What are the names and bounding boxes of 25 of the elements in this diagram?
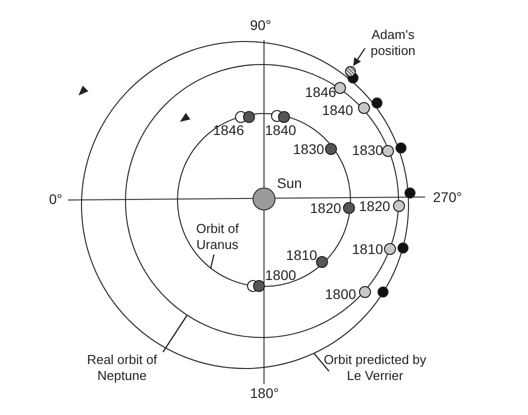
orbit-label: Orbit predicted by Le Verrier: [322, 352, 428, 384]
year-label: 1820: [359, 198, 390, 214]
year-label: 1820: [310, 200, 342, 216]
year-label: 1846: [213, 122, 244, 138]
year-label: 1800: [265, 267, 296, 283]
angle-label: 0°: [49, 191, 62, 207]
angle-label: 90°: [250, 17, 272, 33]
callout-label: Adam's position: [370, 27, 416, 59]
year-label: 1830: [293, 141, 324, 157]
leader-line: [353, 48, 366, 66]
year-label: 1810: [286, 247, 318, 263]
year-label: 1810: [352, 241, 384, 257]
year-label: 1830: [352, 142, 384, 158]
year-label: 1840: [322, 102, 354, 118]
leader-line: [210, 254, 215, 269]
year-label: 1846: [305, 84, 336, 100]
angle-label: 180°: [250, 385, 279, 401]
angle-label: 270°: [433, 189, 462, 205]
year-label: 1840: [265, 122, 296, 138]
leader-line: [314, 353, 330, 372]
orbit-label: Orbit of Uranus: [195, 221, 240, 254]
year-label: 1800: [325, 286, 356, 302]
orbit-label: Real orbit of Neptune: [86, 352, 158, 384]
sun-label: Sun: [277, 175, 302, 191]
leader-line: [162, 315, 188, 352]
